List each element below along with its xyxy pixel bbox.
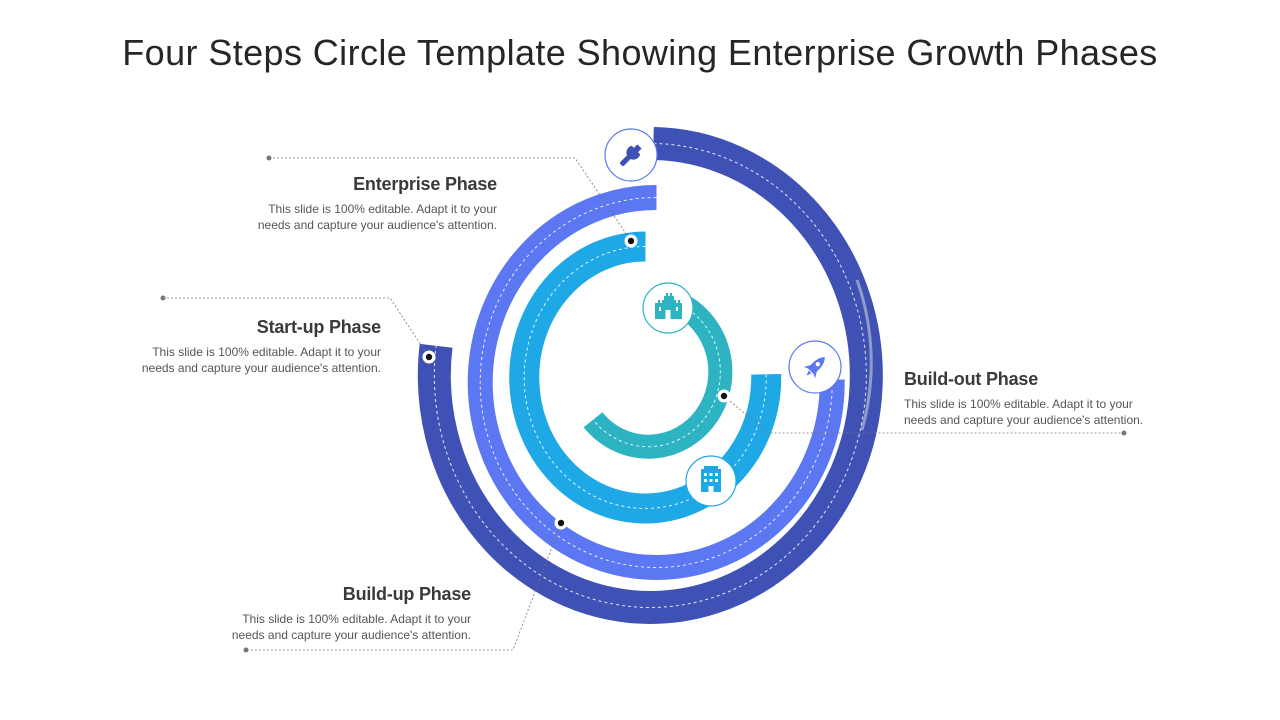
phase-description-line: needs and capture your audience's attent… <box>904 413 1144 427</box>
anchor-dot-buildup <box>554 516 568 530</box>
callout-startup-phase: Start-up Phase This slide is 100% editab… <box>81 317 381 376</box>
phase-description: This slide is 100% editable. Adapt it to… <box>171 611 471 643</box>
leader-end-buildout <box>1121 430 1127 436</box>
outer-ring-shadow <box>855 279 873 431</box>
leader-line-buildout <box>723 395 1124 434</box>
third-ring-dashed-guide <box>523 246 767 509</box>
leader-end-enterprise <box>266 155 272 161</box>
callout-buildup-phase: Build-up Phase This slide is 100% editab… <box>171 584 471 643</box>
page-title: Four Steps Circle Template Showing Enter… <box>122 32 1158 73</box>
castle-icon <box>642 282 694 334</box>
phase-description-line: needs and capture your audience's attent… <box>257 218 497 232</box>
phase-description: This slide is 100% editable. Adapt it to… <box>904 396 1204 428</box>
leader-end-startup <box>160 295 166 301</box>
office-building-icon <box>685 455 737 507</box>
phase-description-line: needs and capture your audience's attent… <box>141 361 381 375</box>
rocket-icon <box>788 340 842 394</box>
leader-line-buildup <box>246 522 562 651</box>
callout-enterprise-phase: Enterprise Phase This slide is 100% edit… <box>197 174 497 233</box>
inner-ring-dashed-guide <box>592 302 721 448</box>
anchor-dot-buildout <box>717 389 731 403</box>
phase-description-line: This slide is 100% editable. Adapt it to… <box>904 397 1133 411</box>
phase-heading: Build-out Phase <box>904 369 1039 389</box>
phase-description: This slide is 100% editable. Adapt it to… <box>81 344 381 376</box>
wrench-icon <box>604 128 658 182</box>
phase-heading: Start-up Phase <box>256 317 381 337</box>
phase-description-line: needs and capture your audience's attent… <box>231 628 471 642</box>
anchor-dot-startup <box>422 350 436 364</box>
outer-ring-dashed-guide <box>433 143 867 608</box>
callout-buildout-phase: Build-out Phase This slide is 100% edita… <box>904 369 1204 428</box>
phase-heading: Build-up Phase <box>342 584 471 604</box>
phase-description-line: This slide is 100% editable. Adapt it to… <box>268 202 497 216</box>
phase-description-line: This slide is 100% editable. Adapt it to… <box>242 612 471 626</box>
phase-description-line: This slide is 100% editable. Adapt it to… <box>152 345 381 359</box>
phase-heading: Enterprise Phase <box>353 174 497 194</box>
phase-description: This slide is 100% editable. Adapt it to… <box>197 201 497 233</box>
anchor-dot-enterprise <box>624 234 638 248</box>
second-ring-dashed-guide <box>479 197 833 568</box>
leader-end-buildup <box>243 647 249 653</box>
leader-line-enterprise <box>269 157 632 242</box>
